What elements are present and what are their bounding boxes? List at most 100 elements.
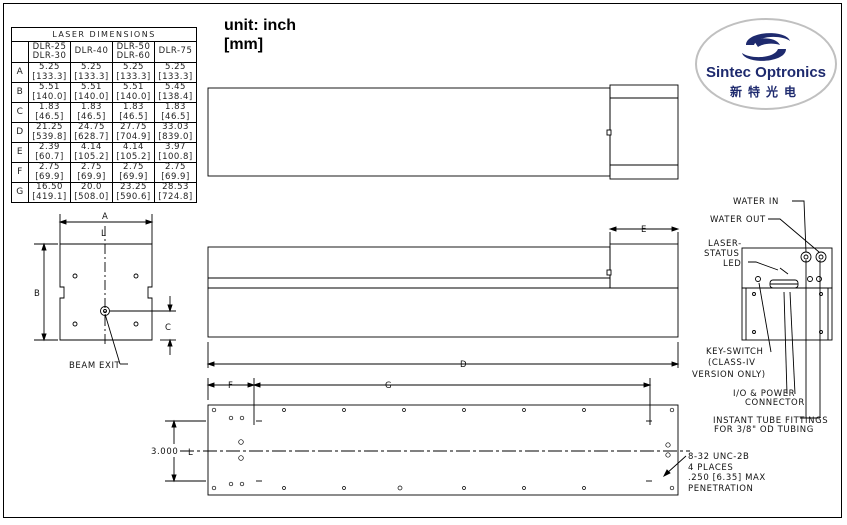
cell-mm: [105.2] [116,151,151,162]
cell-inch: 1.83 [39,102,60,112]
cell-inch: 28.53 [162,182,189,192]
cell-inch: 21.25 [36,122,63,132]
water-in-label: WATER IN [733,197,779,207]
cell-inch: 3.97 [165,142,186,152]
cell-mm: [704.9] [116,131,151,142]
tube-fittings-label: INSTANT TUBE FITTINGS [713,416,828,426]
table-cell: 1.83[46.5] [154,102,197,123]
cell-inch: 24.75 [78,122,105,132]
table-cell: 28.53[724.8] [154,182,197,203]
header-line: DLR-50 [116,41,151,52]
beam-exit-label: BEAM EXIT [69,361,121,371]
cell-mm: [60.7] [35,151,64,162]
cell-mm: [140.0] [116,91,151,102]
laser-bottom-view [165,378,690,496]
cell-mm: [140.0] [74,91,109,102]
laser-status-led-label: STATUS [704,249,740,259]
dim-label-f: F [228,381,234,391]
screw-spec-label: .250 [6.35] MAX [688,473,766,483]
cell-mm: [419.1] [32,191,67,202]
dim-label-d: D [460,360,467,370]
row-label: G [11,182,29,203]
io-power-label: I/O & POWER [733,389,795,399]
dim-label-g: G [385,381,392,391]
header-line: DLR-75 [158,46,193,57]
screw-spec-label: PENETRATION [688,484,753,494]
cell-inch: 1.83 [165,102,186,112]
cell-mm: [105.2] [74,151,109,162]
cell-inch: 1.83 [123,102,144,112]
table-row: G 16.50[419.1] 20.0[508.0] 23.25[590.6] … [11,182,197,203]
drawing-border [3,3,842,518]
dim-label-b: B [34,289,40,299]
header-line: DLR-60 [116,51,151,61]
cell-inch: 5.25 [81,62,102,72]
screw-spec-label: 4 PLACES [688,463,733,473]
table-cell: 20.0[508.0] [70,182,113,203]
cell-inch: 5.25 [123,62,144,72]
dim-width-label: 3.000 [151,447,178,457]
cell-inch: 5.51 [81,82,102,92]
table-cell: 5.25[133.3] [28,62,71,83]
cell-inch: 2.75 [39,162,60,172]
cell-mm: [133.3] [158,71,193,82]
cell-inch: 23.25 [120,182,147,192]
laser-top-view [207,84,679,180]
cell-inch: 2.75 [81,162,102,172]
key-switch-label: KEY-SWITCH [706,347,764,357]
cell-inch: 5.51 [39,82,60,92]
logo-oval [695,18,837,110]
cell-mm: [69.9] [77,171,106,182]
table-cell: 16.50[419.1] [28,182,71,203]
water-out-label: WATER OUT [710,215,766,225]
key-switch-label: VERSION ONLY) [692,370,766,380]
cell-mm: [138.4] [158,91,193,102]
header-line: DLR-30 [32,51,67,61]
laser-status-led-label: LED [723,259,741,269]
laser-status-led-label: LASER- [708,239,742,249]
cell-inch: 5.51 [123,82,144,92]
cell-inch: 2.39 [39,142,60,152]
cell-mm: [46.5] [77,111,106,122]
cell-mm: [69.9] [161,171,190,182]
cell-inch: 5.25 [39,62,60,72]
cell-mm: [100.8] [158,151,193,162]
cell-inch: 4.14 [81,142,102,152]
dim-label-c: C [165,323,172,333]
laser-side-view [206,226,680,368]
cell-inch: 5.45 [165,82,186,92]
header-line: DLR-40 [74,46,109,57]
cell-mm: [724.8] [158,191,193,202]
laser-front-view [34,214,176,365]
cell-mm: [839.0] [158,131,193,142]
tube-fittings-label: FOR 3/8" OD TUBING [714,425,814,435]
cell-mm: [69.9] [35,171,64,182]
logo-swirl-icon [742,33,790,61]
cell-mm: [46.5] [35,111,64,122]
io-power-label: CONNECTOR [745,398,805,408]
cell-mm: [539.8] [32,131,67,142]
dim-label-e: E [641,225,647,235]
cell-mm: [133.3] [32,71,67,82]
cell-inch: 1.83 [81,102,102,112]
sintec-logo: Sintec Optronics 新特光电 [695,18,837,110]
cell-mm: [133.3] [116,71,151,82]
cell-inch: 27.75 [120,122,147,132]
cell-inch: 2.75 [165,162,186,172]
centerline-label: L [188,448,193,458]
table-row: C 1.83[46.5] 1.83[46.5] 1.83[46.5] 1.83[… [11,102,197,123]
table-row: A 5.25[133.3] 5.25[133.3] 5.25[133.3] 5.… [11,62,197,83]
table-row: E 2.39[60.7] 4.14[105.2] 4.14[105.2] 3.9… [11,142,197,163]
cell-mm: [69.9] [119,171,148,182]
cell-mm: [508.0] [74,191,109,202]
cell-mm: [133.3] [74,71,109,82]
key-switch-label: (CLASS-IV [708,358,756,368]
logo-company-name: Sintec Optronics [706,64,826,81]
dim-label-a: A [102,212,108,222]
logo-chinese-name: 新特光电 [730,84,802,99]
cell-mm: [46.5] [161,111,190,122]
cell-inch: 5.25 [165,62,186,72]
cell-inch: 4.14 [123,142,144,152]
